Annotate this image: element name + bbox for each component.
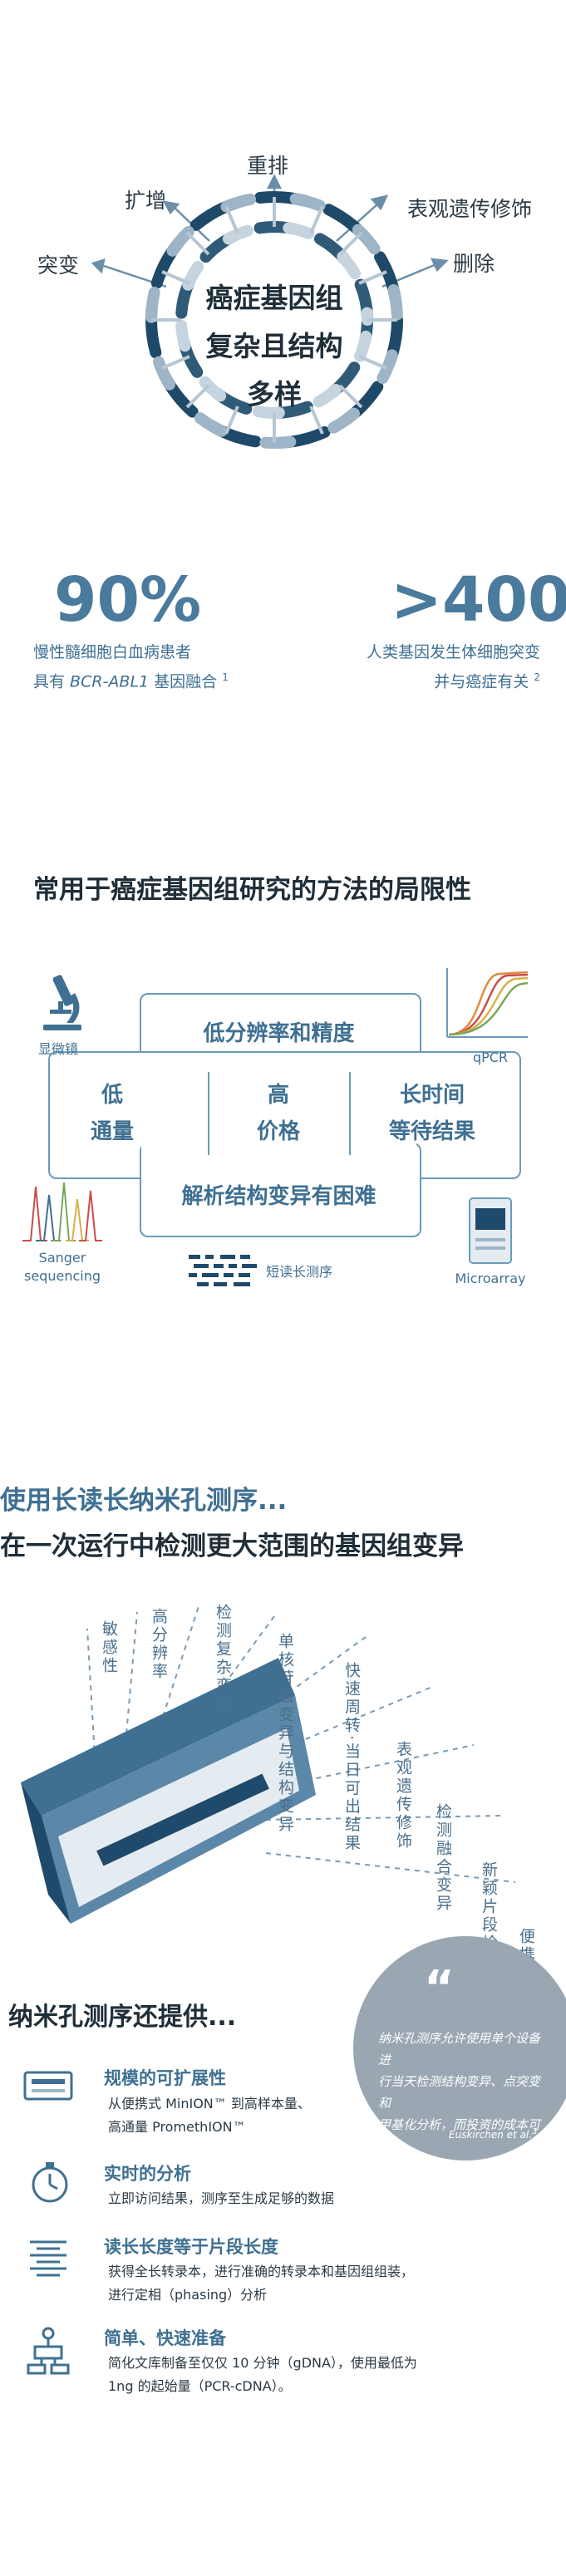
text-high-price-2: 价格 [256,1119,300,1144]
ray-sensitivity: 敏感性 [100,1620,118,1675]
text-low-throughput-2: 通量 [90,1119,134,1144]
limitations-title: 常用于癌症基因组研究的方法的局限性 [33,875,471,905]
text-long-wait-1: 长时间 [399,1083,465,1108]
stat-left-value: 90% [54,564,202,636]
stat-right-line2-text: 并与癌症有关 [434,672,529,691]
text-high-price-1: 高 [267,1083,289,1108]
center-line-2: 复杂且结构 [205,330,343,362]
stat-right-line2: 并与癌症有关 2 [357,665,540,694]
text-low-throughput-1: 低 [101,1083,123,1108]
sanger-label-1: Sanger [38,1250,86,1266]
label-mutation: 突变 [37,253,80,278]
dna-helix-ring-graphic [91,174,449,449]
sanger-label-2: sequencing [24,1268,101,1284]
quote-text: 纳米孔测序允许使用单个设备进 行当天检测结构变异、点突变和 甲基化分析，而投资的… [378,2028,544,2179]
microarray-label: Microarray [455,1271,526,1286]
stat-left-line2: 具有 BCR-ABL1 基因融合 1 [33,665,229,694]
feature-2-title: 实时的分析 [104,2164,191,2184]
microscope-label: 显微镜 [37,1041,78,1057]
quote-line-1: 纳米孔测序允许使用单个设备进 [378,2031,541,2067]
text-long-wait: 长时间 等待结果 [349,1077,515,1150]
stat-left-prefix: 具有 [33,672,71,691]
stat-left-ref: 1 [222,671,229,683]
feature-4-desc: 简化文库制备至仅仅 10 分钟（gDNA），使用最低为 1ng 的起始量（PCR… [108,2352,417,2398]
stat-right-value: >400 [391,564,566,636]
quote-line-2: 行当天检测结构变异、点突变和 [378,2074,541,2111]
qpcr-curve-icon [446,968,529,1038]
nanopore-fan-graphic [21,1603,516,1924]
feature-1-desc-1: 从便携式 MinION™ 到高样本量、 [108,2096,311,2111]
sanger-chromatogram-icon [22,1182,102,1241]
text-low-resolution: 低分辨率和精度 [203,1021,355,1046]
microarray-chip-icon [469,1197,512,1264]
feature-1-title: 规模的可扩展性 [104,2068,226,2088]
stat-right-line1: 人类基因发生体细胞突变 [366,643,540,661]
microscope-icon [43,975,81,1030]
feature-2-desc: 立即访问结果，测序至生成足够的数据 [108,2187,334,2210]
quote-mark: “ [424,1961,455,2015]
helix-center-text: 癌症基因组 复杂且结构 多样 [183,274,366,419]
ray-snv-sv: 单核苷酸变异与结构变异 [276,1633,294,1834]
ray-complex-variants: 检测复杂变异 [214,1604,232,1713]
clock-icon [32,2162,68,2203]
label-epigenetic-modification: 表观遗传修饰 [407,197,533,221]
sequencer-icon [23,2071,73,2101]
workflow-icon [27,2327,70,2375]
quote-circle [353,1936,566,2161]
feature-3-desc-1: 获得全长转录本，进行准确的转录本和基因组组装， [108,2264,415,2279]
feature-1-desc-2: 高通量 PromethION™ [108,2119,246,2135]
quote-ref: 3 [532,2127,538,2136]
dna-strand-icon [30,2240,66,2277]
feature-3-desc-2: 进行定相（phasing）分析 [108,2287,268,2303]
stat-left-suffix: 基因融合 [149,672,218,691]
sanger-label: Sanger sequencing [12,1249,112,1286]
feature-3-title: 读长长度等于片段长度 [104,2237,278,2257]
quote-line-3: 甲基化分析，而投资的成本可以 [378,2117,541,2154]
label-rearrangement: 重排 [247,154,289,178]
feature-1-desc: 从便携式 MinION™ 到高样本量、 高通量 PromethION™ [108,2092,311,2139]
stat-left-line1: 慢性髓细胞白血病患者 [33,643,192,661]
ray-epigenetic: 表观遗传修饰 [394,1741,412,1851]
ray-high-resolution: 高分辨率 [150,1608,168,1681]
quote-source-name: Euskirchen et al. [449,2129,533,2141]
nanopore-title-2: 在一次运行中检测更大范围的基因组变异 [0,1531,464,1561]
text-low-throughput: 低 通量 [50,1077,175,1150]
cross-fill [141,1061,416,1166]
feature-4-title: 简单、快速准备 [104,2328,226,2348]
divider-1 [208,1072,209,1155]
stat-left-desc: 慢性髓细胞白血病患者 具有 BCR-ABL1 基因融合 1 [33,640,229,694]
feature-2-desc-1: 立即访问结果，测序至生成足够的数据 [108,2190,335,2206]
quote-line-4: 忽略不计。 [378,2161,441,2175]
stat-right-ref: 2 [534,671,540,683]
stat-right-desc: 人类基因发生体细胞突变 并与癌症有关 2 [357,640,540,694]
qpcr-label: qPCR [472,1050,509,1065]
offers-title: 纳米孔测序还提供... [8,2003,237,2032]
label-amplification: 扩增 [125,189,167,213]
divider-2 [349,1072,351,1155]
label-deletion: 删除 [453,252,495,276]
text-structural-variants: 解析结构变异有困难 [181,1184,377,1209]
feature-4-desc-2: 1ng 的起始量（PCR-cDNA）。 [108,2378,292,2394]
minion-device [21,1658,316,1924]
short-read-icon [189,1255,257,1286]
quote-source: Euskirchen et al.3 [449,2127,537,2141]
center-line-1: 癌症基因组 [205,282,343,314]
feature-3-desc: 获得全长转录本，进行准确的转录本和基因组组装， 进行定相（phasing）分析 [108,2260,414,2307]
center-line-3: 多样 [247,378,302,410]
text-long-wait-2: 等待结果 [388,1119,475,1144]
feature-4-desc-1: 简化文库制备至仅仅 10 分钟（gDNA），使用最低为 [108,2355,417,2371]
ray-fusion: 检测融合变异 [434,1803,452,1913]
text-high-price: 高 价格 [208,1077,349,1150]
nanopore-title-1: 使用长读长纳米孔测序... [0,1486,288,1516]
ray-rapid-turnaround: 快速周转·当日可出结果 [342,1662,361,1853]
short-read-label: 短读长测序 [266,1264,333,1280]
stat-left-gene: BCR-ABL1 [70,672,150,691]
